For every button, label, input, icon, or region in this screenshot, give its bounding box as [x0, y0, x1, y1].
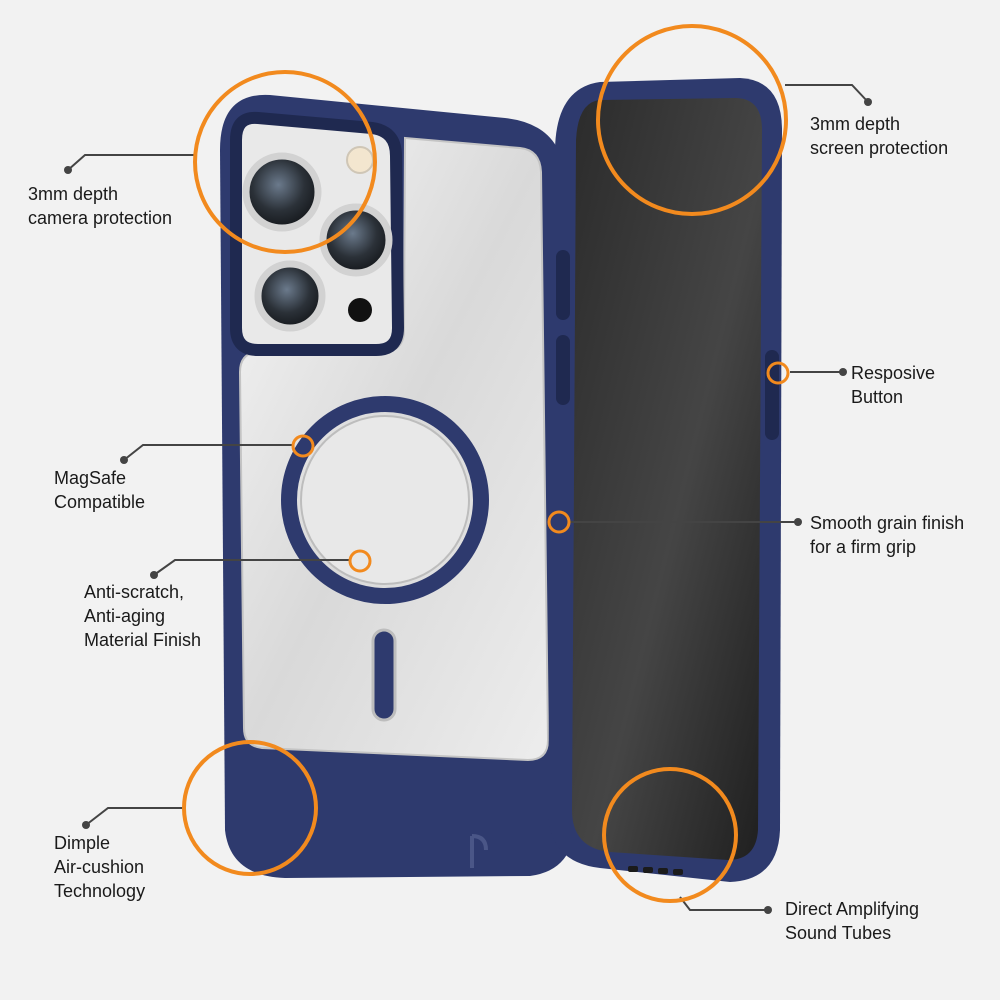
callout-antiscratch-line1: Anti-scratch,: [84, 582, 185, 602]
callout-antiscratch-line3: Material Finish: [84, 630, 202, 650]
highlight-magsafe: [291, 434, 315, 458]
sound-slot-4: [673, 869, 683, 875]
leader-dot-camera: [64, 166, 72, 174]
leader-camera: [67, 154, 195, 171]
callout-sound-line2: Sound Tubes: [785, 923, 892, 943]
callout-grip-finish: Smooth grain finish for a firm grip: [810, 511, 964, 559]
leader-dot-button: [839, 368, 847, 376]
callout-dimple-line3: Technology: [54, 881, 146, 901]
leader-dots: [64, 98, 872, 914]
callout-button-line2: Button: [851, 387, 904, 407]
side-button-volume-down: [556, 335, 570, 405]
callout-responsive-button: Resposive Button: [851, 361, 935, 409]
callout-magsafe-line1: MagSafe: [54, 468, 127, 488]
leader-dot-screen: [864, 98, 872, 106]
callout-magsafe: MagSafe Compatible: [54, 466, 145, 514]
highlight-camera: [193, 70, 377, 254]
callout-dimple-air-cushion: Dimple Air-cushion Technology: [54, 831, 145, 903]
callout-anti-scratch: Anti-scratch, Anti-aging Material Finish: [84, 580, 201, 652]
callout-grip-line2: for a firm grip: [810, 537, 917, 557]
magsafe-ring: [281, 396, 489, 604]
case-front-view: [548, 78, 782, 882]
highlight-sound: [602, 767, 738, 903]
case-back-view: [220, 94, 575, 878]
callout-camera-line2: camera protection: [28, 208, 173, 228]
leader-dot-grip: [794, 518, 802, 526]
sound-slot-1: [628, 866, 638, 872]
callout-screen-line2: screen protection: [810, 138, 949, 158]
camera-lens-bottom: [254, 260, 326, 332]
sound-slot-2: [643, 867, 653, 873]
case-logo-mark: [470, 834, 488, 868]
leader-lines: [67, 84, 869, 911]
callout-sound-tubes: Direct Amplifying Sound Tubes: [785, 897, 919, 945]
highlight-circles: [182, 24, 790, 903]
callout-camera-line1: 3mm depth: [28, 184, 119, 204]
camera-flash: [346, 146, 374, 174]
highlight-antiscratch: [348, 549, 372, 573]
callout-sound-line1: Direct Amplifying: [785, 899, 920, 919]
callout-dimple-line1: Dimple: [54, 833, 111, 853]
callout-screen-line1: 3mm depth: [810, 114, 901, 134]
highlight-grip: [547, 510, 571, 534]
camera-lens-right: [319, 203, 393, 277]
callout-button-line1: Resposive: [851, 363, 936, 383]
callout-grip-line1: Smooth grain finish: [810, 513, 965, 533]
callout-antiscratch-line2: Anti-aging: [84, 606, 166, 626]
leader-dot-sound: [764, 906, 772, 914]
leader-sound: [679, 896, 768, 911]
leader-antiscratch: [153, 559, 350, 576]
highlight-screen: [596, 24, 788, 216]
callout-magsafe-line2: Compatible: [54, 492, 146, 512]
leader-magsafe: [123, 444, 293, 461]
side-button-volume-up: [556, 250, 570, 320]
leader-dot-magsafe: [120, 456, 128, 464]
highlight-dimple: [182, 740, 318, 876]
camera-lens-top: [242, 152, 322, 232]
magsafe-inner-disc: [300, 415, 470, 585]
callout-dimple-line2: Air-cushion: [54, 857, 145, 877]
leader-dimple: [85, 807, 185, 826]
leader-screen: [785, 84, 869, 103]
leader-dot-antiscratch: [150, 571, 158, 579]
callout-screen-protection: 3mm depth screen protection: [810, 112, 948, 160]
highlight-button: [766, 361, 790, 385]
leader-dot-dimple: [82, 821, 90, 829]
sound-slot-3: [658, 868, 668, 874]
lidar-sensor: [348, 298, 372, 322]
callout-camera-protection: 3mm depth camera protection: [28, 182, 172, 230]
magsafe-alignment-bar: [371, 628, 397, 722]
phone-screen: [572, 98, 762, 860]
